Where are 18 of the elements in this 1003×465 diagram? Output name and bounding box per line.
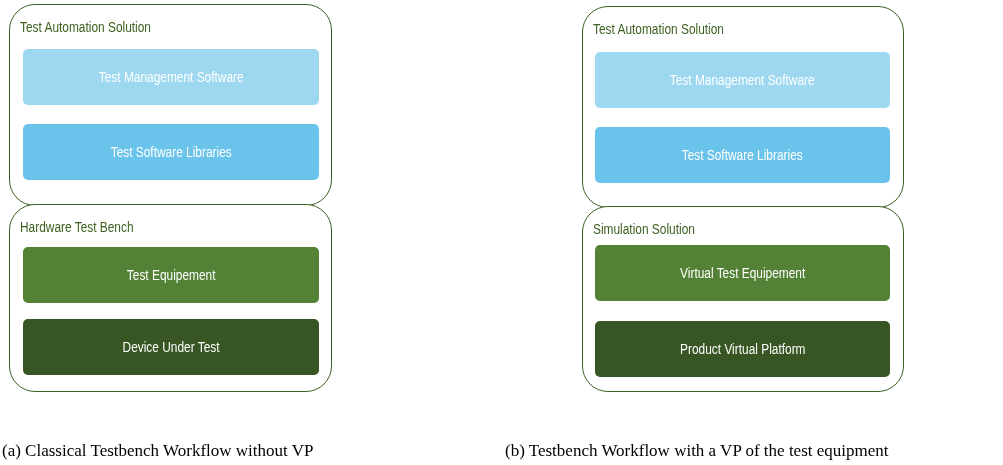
figure-caption: (a) Classical Testbench Workflow without VP <box>2 441 314 461</box>
group-heading: Simulation Solution <box>593 221 695 237</box>
group-heading: Hardware Test Bench <box>20 219 134 235</box>
figure-caption: (b) Testbench Workflow with a VP of the test equipment <box>505 441 889 461</box>
group-panel <box>582 6 904 208</box>
component-box: Test Management Software <box>23 49 319 105</box>
component-box: Device Under Test <box>23 319 319 375</box>
component-box: Test Software Libraries <box>23 124 319 180</box>
component-box: Product Virtual Platform <box>595 321 890 377</box>
group-panel <box>582 206 904 392</box>
group-heading: Test Automation Solution <box>20 19 151 35</box>
component-box: Test Management Software <box>595 52 890 108</box>
group-panel <box>9 204 332 392</box>
component-box: Virtual Test Equipement <box>595 245 890 301</box>
component-box: Test Software Libraries <box>595 127 890 183</box>
group-heading: Test Automation Solution <box>593 21 724 37</box>
component-box: Test Equipement <box>23 247 319 303</box>
group-panel <box>9 4 332 206</box>
